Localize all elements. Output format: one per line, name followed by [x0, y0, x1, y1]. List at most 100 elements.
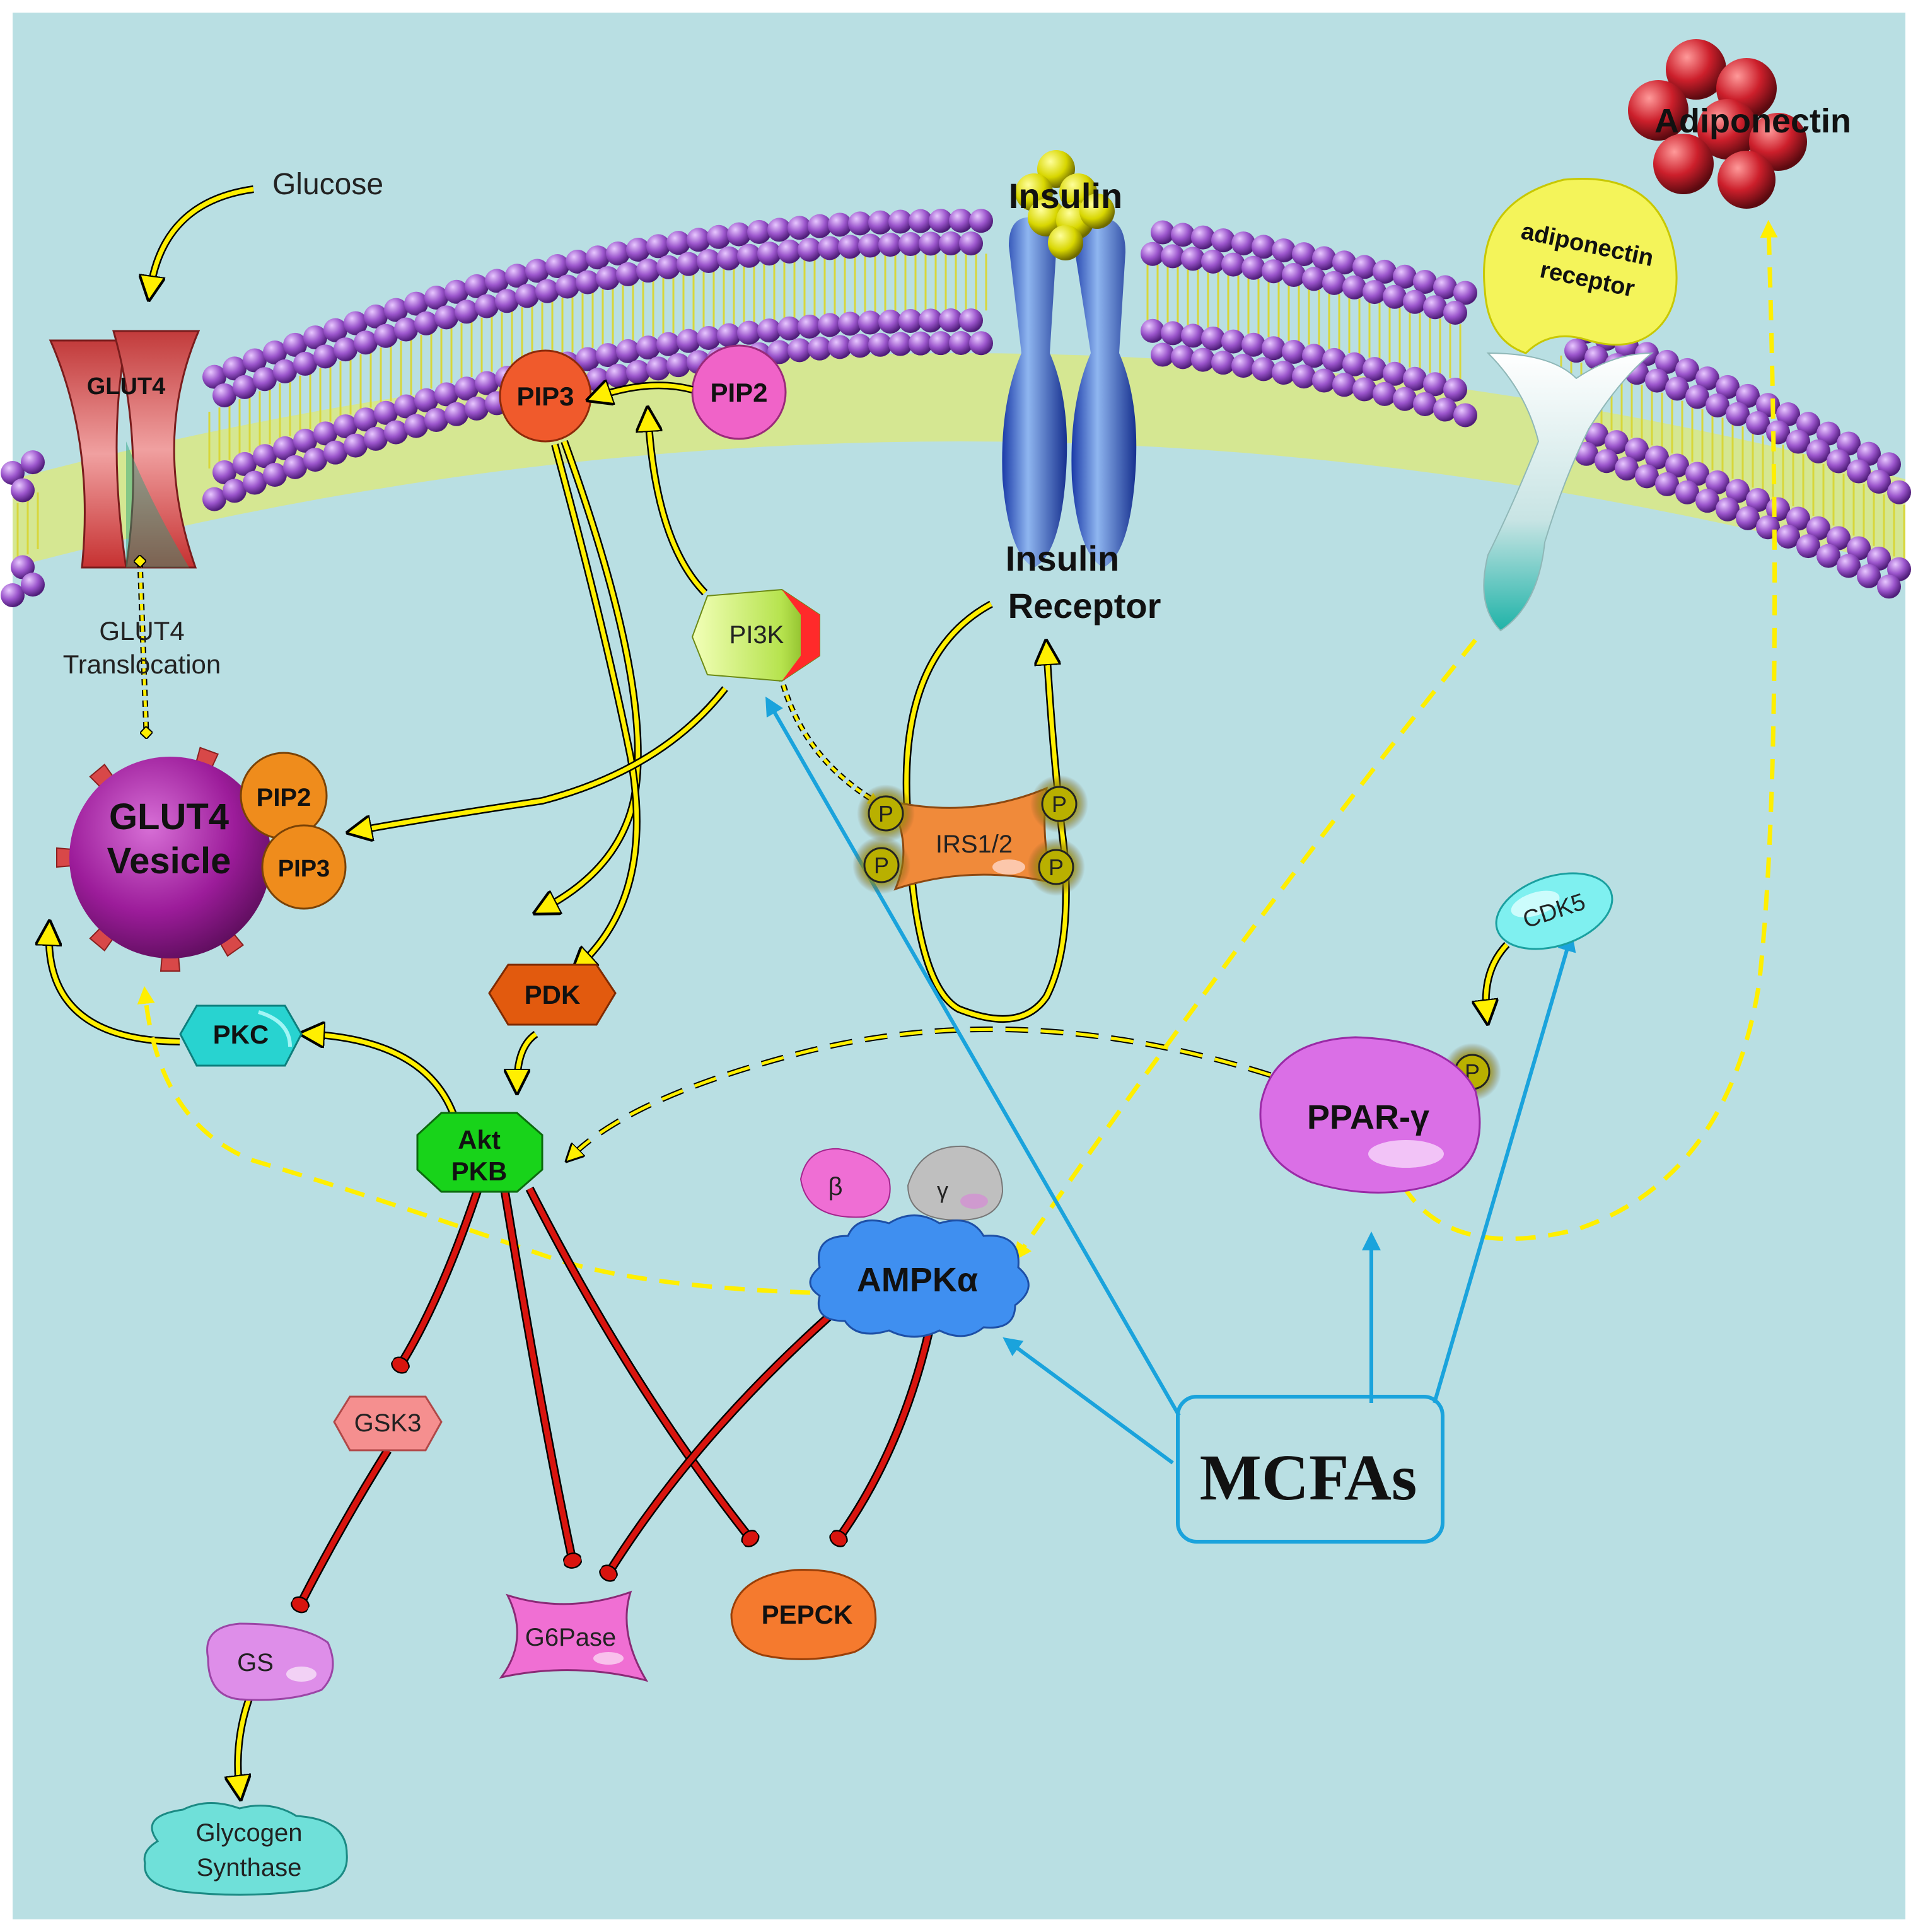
lipid-head	[334, 337, 357, 362]
ppar-node	[1259, 1036, 1481, 1194]
ppar-highlight	[1368, 1140, 1444, 1168]
lipid-head	[767, 218, 791, 242]
lipid-head	[898, 309, 922, 334]
lipid-head	[354, 407, 378, 432]
lipid-head	[384, 420, 408, 445]
inhibit-ampk-g6pase	[608, 1312, 834, 1573]
lipid-head	[1877, 452, 1901, 477]
insulin-ball	[1048, 225, 1083, 260]
lipid-head	[788, 338, 811, 363]
gsk3-label: GSK3	[354, 1409, 422, 1437]
lipid-head	[1342, 275, 1366, 300]
lipid-head	[1252, 235, 1276, 259]
lipid-head	[202, 487, 226, 511]
akt-label-1: Akt	[458, 1125, 501, 1155]
lipid-head	[848, 334, 872, 358]
lipid-head	[586, 245, 610, 270]
glycogen-synthase-label-2: Synthase	[197, 1854, 302, 1882]
insulin-ball	[1028, 199, 1066, 236]
ampk-alpha-node	[809, 1214, 1030, 1338]
lipid-head	[1383, 284, 1407, 309]
lipid-head	[949, 331, 973, 356]
lipid-head	[1171, 345, 1195, 370]
adiponectin-receptor-stem	[1483, 352, 1654, 632]
lipid-head	[1776, 525, 1800, 549]
lipid-head	[939, 308, 963, 333]
glut4-translocation-label-1: GLUT4	[99, 616, 184, 646]
gs-label: GS	[237, 1649, 274, 1677]
akt-node	[416, 1112, 543, 1193]
lipid-head	[838, 311, 862, 336]
lipid-head	[1847, 459, 1871, 484]
lipid-head	[1141, 318, 1165, 343]
lipid-head	[757, 242, 781, 266]
lipid-head	[666, 353, 690, 378]
lipid-head	[666, 231, 690, 255]
insulin-ball	[1079, 194, 1115, 229]
lipid-head	[1796, 534, 1820, 559]
lipid-head	[949, 209, 973, 233]
insulin-receptor-label-1: Insulin	[1006, 538, 1119, 578]
arrow-cdk5-ppar	[1486, 943, 1509, 1015]
lipid-head	[1231, 354, 1255, 378]
lipid-head	[1332, 250, 1356, 275]
lipid-head	[1171, 223, 1195, 247]
lipid-head	[737, 243, 761, 268]
cdk5-shape	[1495, 872, 1613, 950]
arrow-mcfa-cdk5	[1433, 932, 1576, 1404]
lipid-head	[697, 325, 721, 350]
lipid-head	[1252, 357, 1276, 381]
g6pase-label: G6Pase	[525, 1624, 617, 1651]
lipid-head	[1665, 453, 1689, 478]
lipid-head	[354, 330, 378, 355]
lipid-head	[1816, 544, 1840, 568]
lipid-head	[1655, 349, 1679, 374]
lipid-head	[848, 211, 872, 236]
lipid-head	[1383, 361, 1407, 386]
lipid-head	[1403, 366, 1427, 391]
lipid-head	[21, 450, 45, 475]
lipid-head	[344, 311, 368, 335]
lipid-head	[596, 343, 620, 368]
lipid-head	[243, 470, 267, 495]
adiponectin-molecule	[1628, 39, 1807, 209]
lipid-head	[929, 331, 953, 356]
lipid-head	[1847, 536, 1871, 561]
lipid-head	[1877, 574, 1901, 599]
arrow-pi3k-up	[648, 416, 707, 595]
lipid-head	[909, 209, 933, 233]
inhibit-gsk3-gs	[300, 1448, 390, 1605]
lipid-head	[1806, 516, 1830, 540]
pdk-node	[488, 963, 617, 1026]
lipid-head	[374, 400, 398, 425]
adiponectin-ball	[1697, 99, 1758, 160]
lipid-head	[21, 573, 45, 597]
arrow-adiporeceptor-ampk	[1014, 638, 1477, 1261]
lipid-head	[11, 555, 35, 579]
lipid-head	[323, 440, 347, 465]
lipid-head	[1615, 457, 1639, 481]
lipid-head	[828, 212, 852, 237]
lipid-head	[596, 266, 620, 291]
lipid-head	[1211, 228, 1235, 253]
lipid-head	[1302, 267, 1326, 291]
lipid-head	[233, 451, 257, 476]
lipid-head	[868, 210, 892, 235]
lipid-head	[1564, 339, 1588, 363]
lipid-head	[959, 231, 983, 256]
adiponectin-label: Adiponectin	[1654, 102, 1851, 140]
lipid-head	[475, 371, 499, 395]
insulin-molecule	[1015, 150, 1115, 260]
lipid-head	[1706, 470, 1729, 494]
lipid-head	[1827, 526, 1851, 550]
lipid-head	[313, 344, 337, 369]
lipid-head	[1161, 321, 1185, 346]
lipid-head	[888, 332, 912, 356]
vesicle-pip2-label: PIP2	[257, 784, 311, 812]
lipid-head	[1595, 449, 1619, 474]
ampk-alpha-label: AMPKα	[857, 1261, 978, 1299]
lipid-head	[616, 339, 640, 363]
lipid-head	[1887, 480, 1911, 504]
phosphate-circle	[863, 847, 900, 883]
lipid-head	[545, 254, 569, 279]
